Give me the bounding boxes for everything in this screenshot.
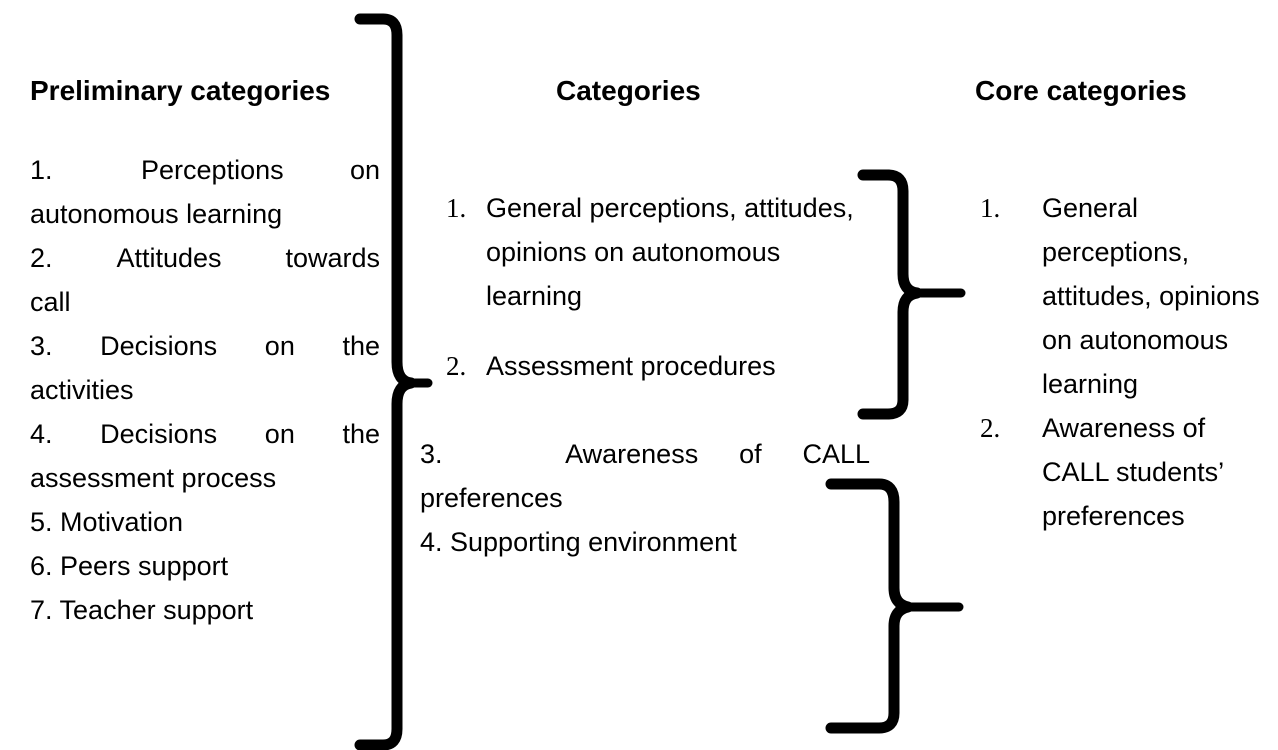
list-item-number: 2. (980, 413, 1001, 443)
list-item-number: 1. (980, 193, 1001, 223)
list-item: 3. Decisions on the (30, 331, 380, 361)
list-item: 3. Awareness of CALL (420, 439, 870, 469)
list-item-label: Assessment procedures (486, 351, 776, 381)
list-item: 5. Motivation (30, 507, 184, 537)
list-item: 1. General perceptions, attitudes, opini… (975, 186, 1265, 406)
list-item: 1. Perceptions on (30, 155, 380, 185)
preliminary-categories-list: 1. Perceptions on autonomous learning 2.… (30, 148, 380, 632)
spacer (420, 318, 870, 344)
list-item-label: General perceptions, attitudes, opinions… (486, 193, 854, 311)
list-item: 2. Assessment procedures (420, 344, 870, 388)
list-item-label: Awareness of CALL students’ preferences (1042, 413, 1224, 531)
list-item-number: 2. (446, 351, 467, 381)
list-item: 1. General perceptions, attitudes, opini… (420, 186, 870, 318)
list-item-label: General perceptions, attitudes, opinions… (1042, 193, 1260, 399)
list-item: autonomous learning (30, 199, 283, 229)
list-item: call (30, 287, 71, 317)
list-item-continuation: preferences (420, 483, 563, 513)
list-item: 7. Teacher support (30, 595, 254, 625)
list-item: 4. Supporting environment (420, 527, 737, 557)
list-item: assessment process (30, 463, 277, 493)
list-item: 6. Peers support (30, 551, 229, 581)
list-item: 4. Decisions on the (30, 419, 380, 449)
list-item: 2. Awareness of CALL students’ preferenc… (975, 406, 1265, 538)
list-item-number: 1. (446, 193, 467, 223)
categories-1-2-to-core-1-brace (857, 169, 923, 420)
list-item: 2. Attitudes towards (30, 243, 380, 273)
categories-header: Categories (556, 75, 701, 106)
preliminary-categories-header: Preliminary categories (30, 75, 331, 106)
categories-tail-block: 3. Awareness of CALL preferences 4. Supp… (420, 432, 870, 564)
categories-list: 1. General perceptions, attitudes, opini… (420, 186, 870, 564)
core-categories-header: Core categories (975, 75, 1187, 106)
core-categories-list: 1. General perceptions, attitudes, opini… (975, 186, 1265, 538)
list-item: activities (30, 375, 134, 405)
